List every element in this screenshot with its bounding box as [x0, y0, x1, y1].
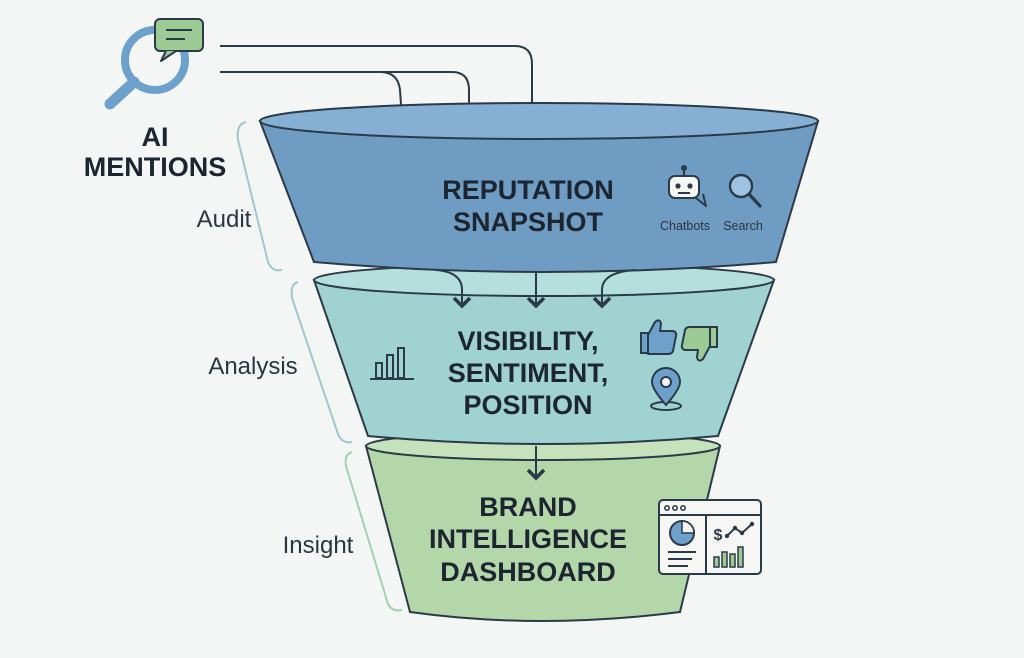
stage2-title-line2: SENTIMENT,	[448, 358, 609, 388]
location-pin-icon	[650, 367, 682, 411]
dashboard-icon: $	[658, 499, 762, 575]
stage3-title-line3: DASHBOARD	[440, 557, 616, 587]
search-icon	[728, 173, 762, 208]
bracket-insight	[344, 451, 403, 612]
stage3-title-line1: BRAND	[479, 492, 577, 522]
input-arrow-2	[220, 71, 479, 121]
svg-text:$: $	[714, 527, 723, 544]
stage1-title-line1: REPUTATION	[442, 175, 614, 205]
bar-chart-icon	[370, 347, 414, 380]
chatbots-caption: Chatbots	[660, 219, 710, 233]
side-label-audit: Audit	[197, 206, 252, 233]
chatbot-icon	[668, 165, 707, 207]
stage3-title-line2: INTELLIGENCE	[429, 524, 627, 554]
ai-mentions-label-line2: MENTIONS	[84, 152, 227, 182]
funnel-stage-audit	[258, 102, 820, 273]
stage-arrow-1	[435, 269, 472, 309]
ai-mentions-search-icon	[104, 18, 204, 110]
thumbs-up-icon	[640, 319, 678, 355]
bracket-analysis	[290, 281, 353, 444]
search-caption: Search	[723, 219, 763, 233]
bracket-audit	[236, 121, 283, 272]
input-arrow-1	[220, 45, 542, 120]
stage2-title-line1: VISIBILITY,	[457, 326, 598, 356]
thumbs-down-icon	[680, 326, 718, 362]
stage1-title-line2: SNAPSHOT	[453, 207, 604, 237]
side-label-insight: Insight	[283, 532, 354, 559]
input-arrow-3	[220, 71, 411, 122]
stage2-title-line3: POSITION	[463, 390, 592, 420]
stage-arrow-3	[592, 269, 637, 309]
side-label-analysis: Analysis	[208, 353, 297, 380]
ai-mentions-label-line1: AI	[142, 122, 169, 152]
